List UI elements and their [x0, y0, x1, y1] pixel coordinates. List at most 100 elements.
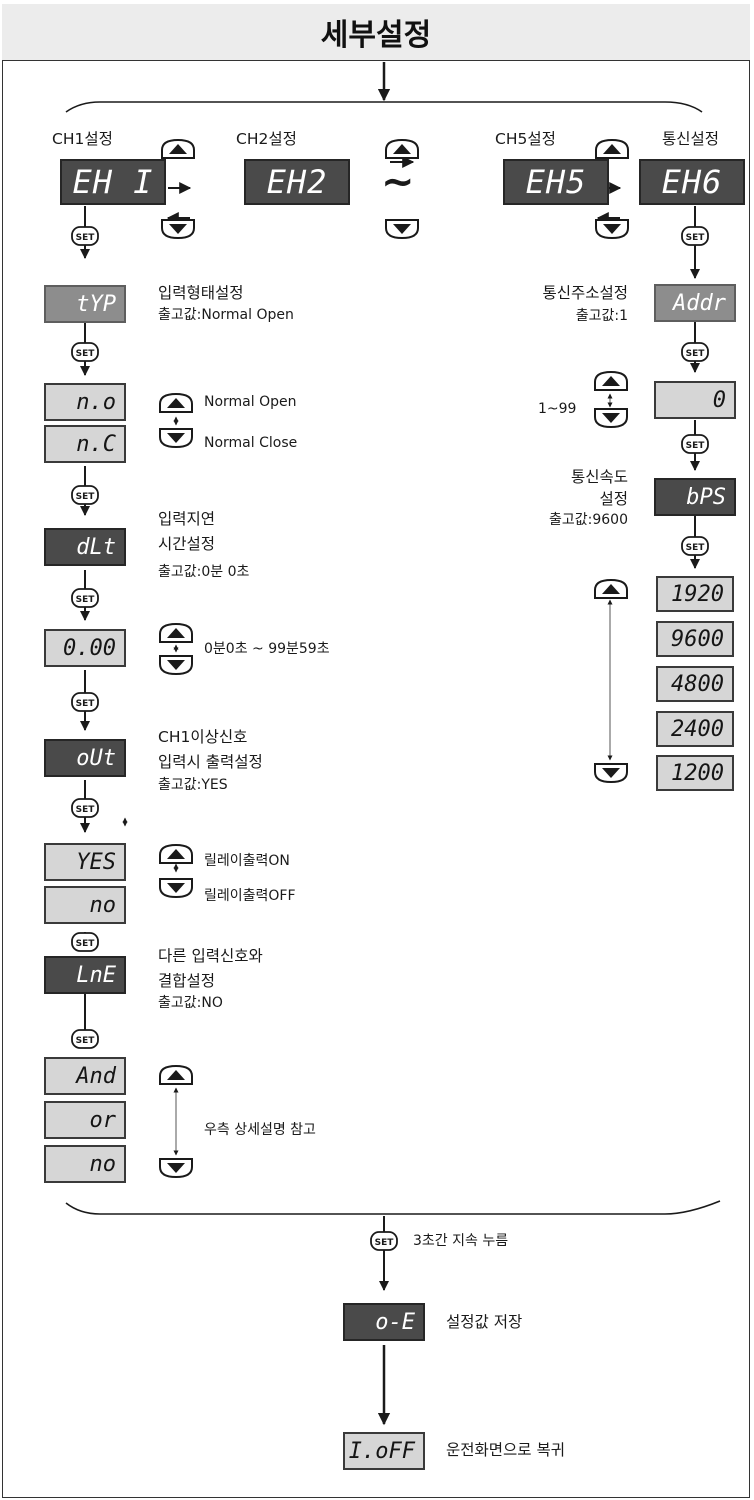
time-range: 0분0초 ~ 99분59초 [204, 641, 330, 657]
svg-text:SET: SET [76, 492, 96, 502]
dlt-title1: 입력지연 [158, 510, 216, 528]
yes-desc: 릴레이출력ON [204, 853, 290, 869]
speed-2400: 2400 [656, 711, 734, 747]
ch1-label: CH1설정 [52, 130, 113, 148]
set-hold-label: 3초간 지속 누름 [413, 1233, 509, 1249]
dlt-default: 출고값:0분 0초 [158, 564, 250, 580]
svg-text:SET: SET [76, 939, 96, 949]
no2-down-icon [158, 877, 194, 903]
nc-display: n.C [44, 425, 126, 463]
ch5-up-button-icon [594, 138, 630, 164]
ch1-display: EH I [60, 159, 166, 205]
speed-4800: 4800 [656, 666, 734, 702]
out-title2: 입력시 출력설정 [158, 753, 263, 771]
out-title1: CH1이상신호 [158, 728, 248, 746]
ch2-label: CH2설정 [236, 130, 297, 148]
range-tilde: ~ [381, 159, 415, 205]
ch1-up-button-icon [160, 138, 196, 164]
addr-display: Addr [654, 284, 736, 322]
dlt-title2: 시간설정 [158, 535, 216, 553]
page-title: 세부설정 [320, 18, 432, 53]
svg-text:SET: SET [76, 349, 96, 359]
nc-down-icon [158, 427, 194, 453]
left-set-button-icon-5: SET [71, 798, 99, 822]
lnk-note: 우측 상세설명 참고 [204, 1122, 316, 1138]
bps-title1: 통신속도 [570, 468, 628, 486]
return-display: I.oFF [343, 1432, 425, 1470]
no3-down-icon [158, 1157, 194, 1183]
yes-display: YES [44, 843, 126, 881]
comm-display: EH6 [639, 159, 745, 205]
svg-text:SET: SET [76, 595, 96, 605]
lnk-title2: 결합설정 [158, 972, 216, 990]
svg-text:SET: SET [686, 543, 706, 553]
speed-up-icon [593, 578, 629, 604]
lnk-display: LnE [44, 956, 126, 994]
no-desc: Normal Open [204, 394, 297, 410]
left-set-button-icon-6: SET [71, 932, 99, 956]
title-bar: 세부설정 [2, 4, 750, 61]
addr-up-icon [593, 370, 629, 396]
out-default: 출고값:YES [158, 777, 228, 793]
comm-label: 통신설정 [662, 130, 720, 148]
speed-down-icon [593, 762, 629, 788]
addr-title: 통신주소설정 [542, 284, 628, 302]
out-display: oUt [44, 739, 126, 777]
bps-default: 출고값:9600 [549, 512, 628, 528]
time-down-icon [158, 654, 194, 680]
nc-desc: Normal Close [204, 435, 298, 451]
left-set-button-icon-3: SET [71, 588, 99, 612]
return-label: 운전화면으로 복귀 [446, 1441, 566, 1459]
save-label: 설정값 저장 [446, 1313, 523, 1331]
addr-default: 출고값:1 [575, 308, 628, 324]
yes-up-icon [158, 843, 194, 869]
ch5-display: EH5 [503, 159, 609, 205]
left-set-button-icon-1: SET [71, 342, 99, 366]
svg-text:SET: SET [686, 233, 706, 243]
addr-value-display: 0 [654, 381, 736, 419]
svg-text:SET: SET [686, 349, 706, 359]
no3-display: no [44, 1145, 126, 1183]
no2-display: no [44, 886, 126, 924]
speed-1920: 1920 [656, 576, 734, 612]
lnk-default: 출고값:NO [158, 995, 223, 1011]
right-set-button-icon-0: SET [681, 226, 709, 250]
svg-text:SET: SET [76, 699, 96, 709]
save-display: o-E [343, 1303, 425, 1341]
bps-title2: 설정 [599, 490, 628, 508]
no-up-icon [158, 392, 194, 418]
speed-1200: 1200 [656, 755, 734, 791]
left-set-button-icon-7: SET [71, 1029, 99, 1053]
left-set-button-icon-2: SET [71, 485, 99, 509]
right-set-button-icon-3: SET [681, 536, 709, 560]
svg-text:SET: SET [686, 441, 706, 451]
typ-default: 출고값:Normal Open [158, 307, 294, 323]
bps-display: bPS [654, 478, 736, 516]
speed-9600: 9600 [656, 621, 734, 657]
right-set-button-icon-1: SET [681, 342, 709, 366]
ch1-down-button-icon [160, 218, 196, 244]
ch2-display: EH2 [244, 159, 350, 205]
ch2-down-button-icon [384, 218, 420, 244]
ch2-up-button-icon [384, 138, 420, 164]
addr-range: 1~99 [538, 401, 577, 417]
svg-text:SET: SET [76, 233, 96, 243]
no2-desc: 릴레이출력OFF [204, 888, 296, 904]
and-up-icon [158, 1064, 194, 1090]
dlt-display: dLt [44, 528, 126, 566]
lnk-title1: 다른 입력신호와 [158, 947, 263, 965]
top-bracket [65, 101, 703, 113]
left-set-button-icon-0: SET [71, 226, 99, 250]
bottom-bracket [65, 1200, 721, 1215]
ch5-label: CH5설정 [495, 130, 556, 148]
svg-text:SET: SET [375, 1238, 395, 1248]
time-display: 0.00 [44, 629, 126, 667]
no-display: n.o [44, 383, 126, 421]
time-up-icon [158, 622, 194, 648]
and-display: And [44, 1057, 126, 1095]
typ-display: tYP [44, 285, 126, 323]
typ-title: 입력형태설정 [158, 284, 244, 302]
or-display: or [44, 1101, 126, 1139]
bottom-set-button-icon: SET [370, 1231, 398, 1255]
